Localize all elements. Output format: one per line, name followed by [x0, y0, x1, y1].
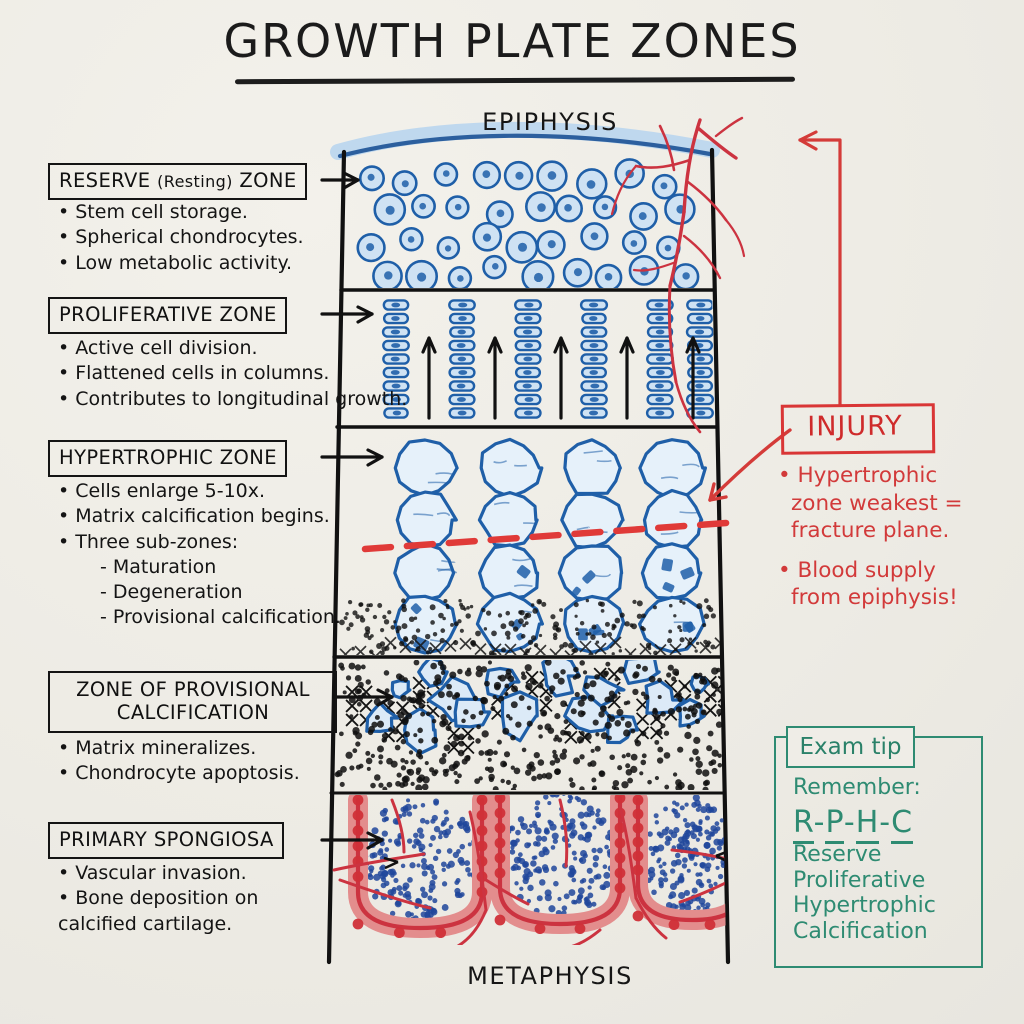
sub-bullet-item: - Degeneration	[100, 581, 243, 604]
bullet-item: • Stem cell storage.	[58, 201, 248, 223]
injury-bullets: • Hypertrophic zone weakest = fracture p…	[778, 462, 1013, 624]
epiphyseal-vessels-lower	[667, 284, 702, 434]
bullet-item: • Active cell division.	[58, 337, 258, 359]
injury-bullet-line: • Blood supply	[778, 557, 936, 583]
injury-bullet-line: from epiphysis!	[791, 585, 958, 611]
bullets-proliferative: • Active cell division. • Flattened cell…	[58, 336, 407, 412]
bullets-reserve: • Stem cell storage. • Spherical chondro…	[58, 200, 304, 276]
bullet-item: • Three sub-zones:	[58, 530, 239, 553]
sub-bullet-item: - Maturation	[100, 555, 217, 578]
mnemonic-letter: P	[825, 805, 844, 845]
bullet-item: • Cells enlarge 5-10x.	[58, 480, 266, 502]
injury-bullet-item: • Blood supply from epiphysis!	[778, 557, 1013, 612]
exam-tip-body: Remember: R-P-H-C Reserve Proliferative …	[793, 775, 993, 944]
bullet-item: • Spherical chondrocytes.	[58, 226, 304, 249]
hypertrophic-zone-cells	[339, 437, 720, 655]
exam-tip-word: Hypertrophic	[793, 893, 936, 919]
sub-bullet-item: - Provisional calcification.	[100, 606, 341, 629]
mnemonic-letter: R	[793, 805, 814, 845]
label-reserve-main: RESERVE	[59, 169, 151, 192]
label-box-hypertrophic: HYPERTROPHIC ZONE	[48, 440, 287, 477]
bullet-item: • Chondrocyte apoptosis.	[58, 762, 300, 785]
page-title: GROWTH PLATE ZONES	[223, 14, 801, 68]
reserve-zone-cells	[356, 158, 700, 288]
bullet-item: • Low metabolic activity.	[58, 251, 293, 274]
mnemonic-letter: C	[891, 805, 914, 845]
exam-tip-word: Reserve	[793, 842, 882, 868]
label-box-reserve: RESERVE (Resting) ZONE	[48, 163, 307, 200]
bullet-item: • Matrix calcification begins.	[58, 505, 330, 528]
injury-arrow-to-fracture	[708, 428, 792, 502]
exam-tip-remember: Remember:	[793, 775, 921, 800]
exam-tip-mnemonic: R-P-H-C	[793, 805, 914, 845]
bullet-item: • Flattened cells in columns.	[58, 362, 330, 385]
injury-bullet-line: • Hypertrophic	[778, 463, 938, 488]
bullets-provisional-calcification: • Matrix mineralizes. • Chondrocyte apop…	[58, 736, 300, 787]
metaphysis-label: METAPHYSIS	[467, 962, 633, 990]
injury-bullet-item: • Hypertrophic zone weakest = fracture p…	[778, 462, 1013, 545]
label-reserve-paren: (Resting)	[157, 172, 233, 191]
fracture-plane-dashed-line	[361, 518, 744, 553]
injury-bullet-line: zone weakest =	[791, 490, 963, 516]
mnemonic-separator: -	[843, 805, 856, 841]
bullets-primary-spongiosa: • Vascular invasion. • Bone deposition o…	[58, 861, 258, 937]
exam-tip-word: Calcification	[793, 918, 928, 944]
exam-tip-tab-label: Exam tip	[786, 726, 915, 768]
bullet-item: calcified cartilage.	[58, 912, 233, 935]
proliferative-zone-columns	[381, 299, 715, 420]
mnemonic-separator: -	[813, 805, 826, 841]
label-leader-lines	[320, 171, 394, 850]
label-reserve-tail: ZONE	[239, 169, 297, 192]
injury-bullet-line: fracture plane.	[791, 518, 950, 544]
provisional-calcification-matrix	[334, 660, 723, 790]
mnemonic-separator: -	[879, 805, 892, 841]
label-box-provisional-calcification: ZONE OF PROVISIONAL CALCIFICATION	[48, 671, 337, 733]
label-box-proliferative: PROLIFERATIVE ZONE	[48, 297, 287, 334]
bullet-item: • Bone deposition on	[58, 887, 259, 910]
label-calc-line1: ZONE OF PROVISIONAL	[76, 678, 310, 701]
mnemonic-letter: H	[855, 805, 880, 845]
label-calc-line2: CALCIFICATION	[116, 701, 270, 725]
bullet-item: • Vascular invasion.	[58, 862, 247, 884]
bullet-item: • Matrix mineralizes.	[58, 737, 257, 759]
label-box-primary-spongiosa: PRIMARY SPONGIOSA	[48, 822, 284, 859]
bullets-hypertrophic: • Cells enlarge 5-10x. • Matrix calcific…	[58, 479, 341, 631]
injury-arrow-to-epiphysis	[798, 130, 842, 407]
primary-spongiosa-vasculature	[332, 795, 726, 945]
epiphysis-label: EPIPHYSIS	[482, 108, 618, 136]
bullet-item: • Contributes to longitudinal growth.	[58, 387, 408, 410]
injury-title: INJURY	[807, 410, 903, 442]
exam-tip-word: Proliferative	[793, 867, 926, 893]
epiphyseal-vessels	[610, 116, 746, 288]
